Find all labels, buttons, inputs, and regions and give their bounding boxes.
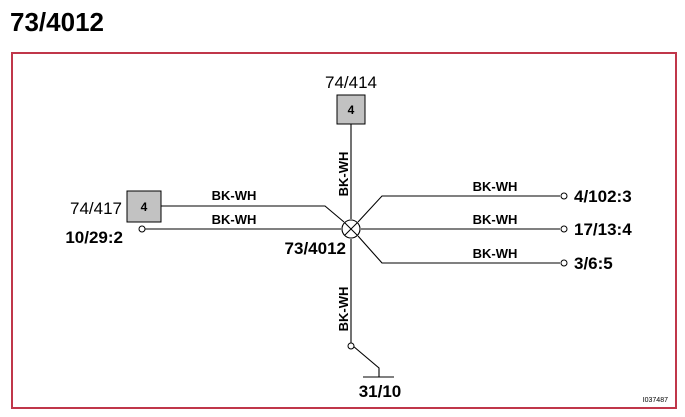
- terminal-ground-circle: [347, 342, 355, 350]
- wire-lines: [145, 124, 560, 378]
- wire-right-middle-label: BK-WH: [473, 212, 518, 227]
- terminal-left-lower-circle: [138, 225, 146, 233]
- connector-left-box: [126, 190, 162, 223]
- wire-left-lower-label: BK-WH: [212, 212, 257, 227]
- terminal-right-upper-label: 4/102:3: [574, 187, 632, 206]
- connector-top-box: [336, 94, 366, 125]
- wire-right-lower: [357, 235, 560, 264]
- splice-label: 73/4012: [285, 239, 346, 258]
- terminal-right-lower-label: 3/6:5: [574, 254, 613, 273]
- wire-left-upper-label: BK-WH: [212, 188, 257, 203]
- connector-top-pin: 4: [348, 103, 355, 117]
- terminal-right-middle-circle: [560, 225, 568, 233]
- terminal-right-upper-circle: [560, 192, 568, 200]
- wire-right-upper: [357, 195, 560, 223]
- diagram-frame: [11, 52, 677, 409]
- reference-code: I037487: [643, 397, 668, 404]
- terminal-right-middle-label: 17/13:4: [574, 220, 632, 239]
- splice-symbol: [341, 219, 361, 239]
- wire-bottom-vertical-label: BK-WH: [336, 287, 351, 332]
- connector-left-label: 74/417: [70, 199, 122, 218]
- connector-left-pin: 4: [141, 200, 148, 214]
- wire-right-lower-label: BK-WH: [473, 246, 518, 261]
- terminal-ground-label: 31/10: [359, 382, 402, 401]
- terminal-right-lower-circle: [560, 259, 568, 267]
- ground-wire: [352, 345, 380, 377]
- wire-top-vertical-label: BK-WH: [336, 152, 351, 197]
- wire-right-upper-label: BK-WH: [473, 179, 518, 194]
- page-title: 73/4012: [10, 7, 104, 37]
- wire-left-upper: [161, 205, 345, 223]
- terminal-circles: [138, 192, 568, 350]
- terminal-left-lower-label: 10/29:2: [65, 228, 123, 247]
- connector-top-label: 74/414: [325, 73, 377, 92]
